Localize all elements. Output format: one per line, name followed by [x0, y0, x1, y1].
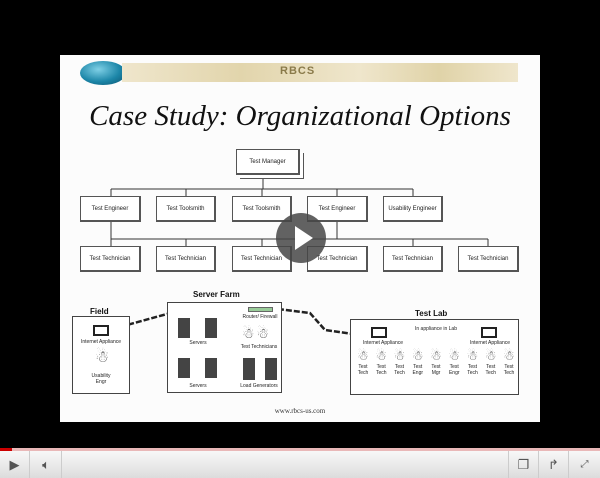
load-generators-label: Load Generators	[240, 383, 278, 389]
progress-bar[interactable]	[0, 448, 12, 451]
popout-button[interactable]: ❐	[508, 451, 538, 478]
org-box-row3: Test Technician	[80, 246, 141, 272]
slide-title: Case Study: Organizational Options	[89, 100, 511, 132]
laptop-icon	[481, 327, 497, 338]
org-box-manager: Test Manager	[236, 149, 300, 175]
person-icon: ☃	[411, 348, 424, 363]
person-icon: ☃	[503, 348, 515, 363]
lab-person-label: Test Tech	[394, 364, 405, 376]
technicians-icon: ☃☃	[242, 325, 272, 341]
lab-person: ☃Test Tech	[392, 348, 408, 376]
org-box-row3: Test Technician	[156, 246, 216, 272]
server-icon	[205, 318, 217, 338]
person-icon: ☃	[448, 348, 461, 363]
load-generator-icon	[265, 358, 277, 380]
person-icon: ☃	[430, 348, 442, 363]
field-title: Field	[90, 307, 109, 316]
server-farm-title: Server Farm	[193, 290, 240, 299]
volume-button[interactable]: 🔈︎	[31, 451, 62, 478]
person-icon: ☃	[375, 348, 388, 363]
server-icon	[178, 318, 190, 338]
servers-label: Servers	[189, 340, 207, 346]
server-farm-group: Servers Servers Router/ Firewall ☃☃ Test…	[167, 302, 282, 393]
lab-person: ☃Test Tech	[483, 348, 499, 376]
banner	[122, 63, 518, 82]
person-icon: ☃	[357, 348, 369, 363]
org-box-row2: Usability Engineer	[383, 196, 443, 222]
share-button[interactable]: ↱	[538, 451, 568, 478]
lab-person-label: Test Tech	[375, 364, 387, 376]
globe-logo	[80, 61, 126, 85]
lab-people: ☃Test Tech☃Test Tech☃Test Tech☃Test Engr…	[355, 348, 517, 376]
play-button[interactable]: ▶	[0, 451, 30, 478]
servers-label: Servers	[189, 383, 207, 389]
lab-person-label: Test Tech	[467, 364, 478, 376]
test-lab-title: Test Lab	[415, 309, 448, 318]
lab-person-label: Test Engr	[412, 364, 424, 376]
slide-url: www.rbcs-us.com	[274, 407, 326, 415]
org-box-row3: Test Technician	[383, 246, 443, 272]
lab-person-label: Test Tech	[357, 364, 369, 376]
lab-person-label: Test Mgr	[431, 364, 441, 376]
field-group: Internet Appliance ☃ Usability Engr	[72, 316, 130, 394]
server-icon	[205, 358, 217, 378]
org-box-row2: Test Toolsmith	[156, 196, 216, 222]
fullscreen-button[interactable]: ⤢	[568, 451, 600, 478]
person-icon: ☃	[95, 349, 110, 366]
lab-person: ☃Test Mgr	[428, 348, 444, 376]
person-icon: ☃	[393, 348, 406, 363]
org-box-row3: Test Technician	[458, 246, 519, 272]
laptop-icon	[93, 325, 109, 336]
lab-appliance-right: Internet Appliance	[469, 340, 511, 346]
org-box-row2: Test Toolsmith	[232, 196, 292, 222]
play-overlay-button[interactable]	[276, 213, 326, 263]
laptop-icon	[371, 327, 387, 338]
org-box-row2: Test Engineer	[80, 196, 141, 222]
video-slide: RBCS Case Study: Organizational Options …	[60, 55, 540, 422]
lab-person: ☃Test Tech	[501, 348, 517, 376]
lab-person: ☃Test Tech	[373, 348, 389, 376]
lab-person-label: Test Tech	[503, 364, 515, 376]
field-person: Usability Engr	[91, 373, 111, 385]
lab-person: ☃Test Tech	[355, 348, 371, 376]
router-icon	[248, 307, 273, 312]
field-appliance: Internet Appliance	[80, 339, 122, 345]
lab-middle-label: In appliance in Lab	[415, 326, 457, 332]
person-icon: ☃	[466, 348, 479, 363]
lab-person-label: Test Engr	[448, 364, 460, 376]
lab-appliance-left: Internet Appliance	[362, 340, 404, 346]
technicians-label: Test Technicians	[240, 344, 278, 350]
person-icon: ☃	[484, 348, 497, 363]
lab-person: ☃Test Engr	[446, 348, 462, 376]
lab-person: ☃Test Engr	[410, 348, 426, 376]
org-box-row2: Test Engineer	[307, 196, 368, 222]
player-controls: ▶ 🔈︎ ❐ ↱ ⤢	[0, 448, 600, 478]
server-icon	[178, 358, 190, 378]
lab-person-label: Test Tech	[485, 364, 497, 376]
router-label: Router/ Firewall	[242, 314, 278, 320]
logo-text: RBCS	[280, 65, 316, 77]
lab-person: ☃Test Tech	[465, 348, 481, 376]
test-lab-group: In appliance in Lab Internet Appliance I…	[350, 319, 519, 395]
load-generator-icon	[243, 358, 255, 380]
